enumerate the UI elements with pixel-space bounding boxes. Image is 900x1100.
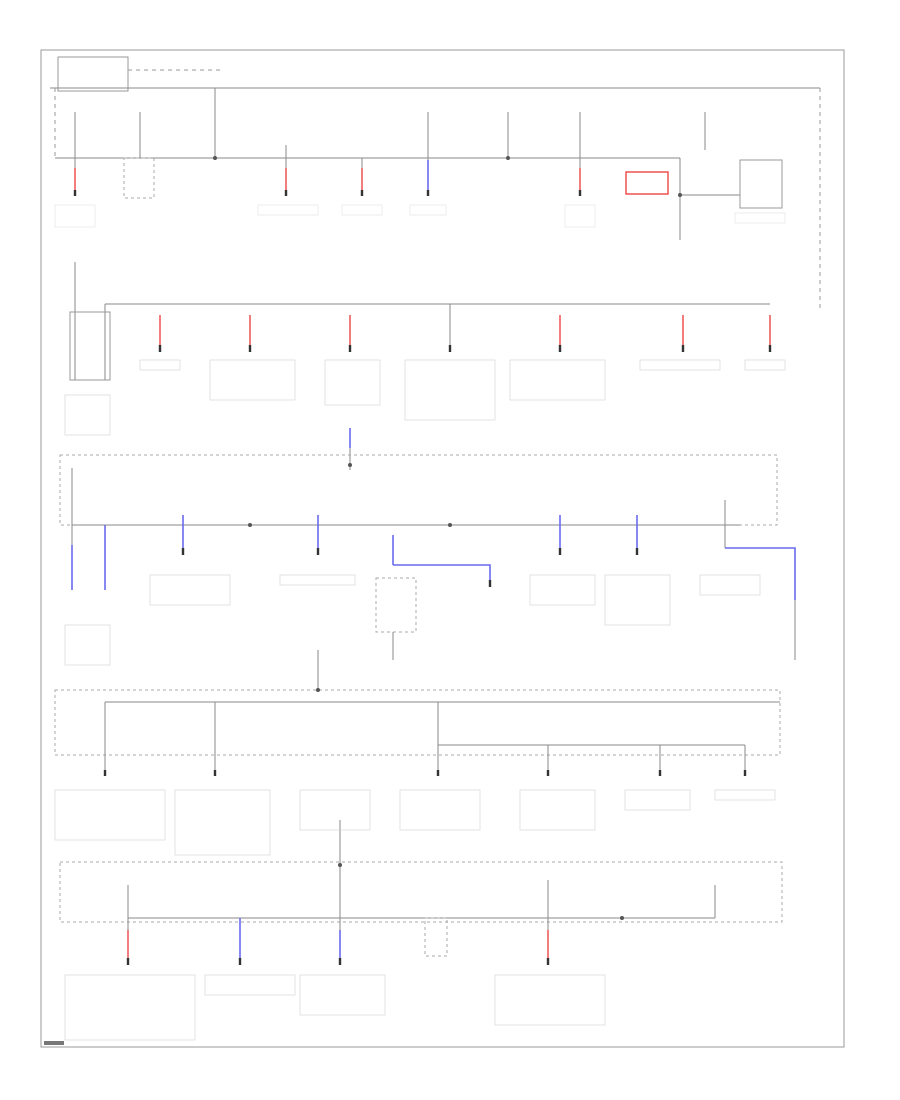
section-top-bus xyxy=(50,56,821,310)
connector-block xyxy=(123,157,155,199)
section-second-bus xyxy=(69,262,772,470)
junction-block-5 xyxy=(59,861,783,923)
junction-block-3 xyxy=(59,454,778,526)
section-fifth-bus xyxy=(59,820,783,965)
junction-block-4 xyxy=(54,689,781,756)
diagram-frame xyxy=(40,49,845,1048)
fuse-block-2 xyxy=(69,311,111,381)
fuse-box-header xyxy=(57,56,129,92)
relay-box-3 xyxy=(375,577,417,633)
label-blocks xyxy=(54,359,786,1041)
connector-block-5 xyxy=(424,917,448,957)
module-box xyxy=(739,159,783,209)
section-fourth-bus xyxy=(54,650,781,776)
page-ref-mark xyxy=(44,1041,64,1045)
relay-red-box xyxy=(625,171,669,195)
section-third-bus xyxy=(59,454,796,660)
